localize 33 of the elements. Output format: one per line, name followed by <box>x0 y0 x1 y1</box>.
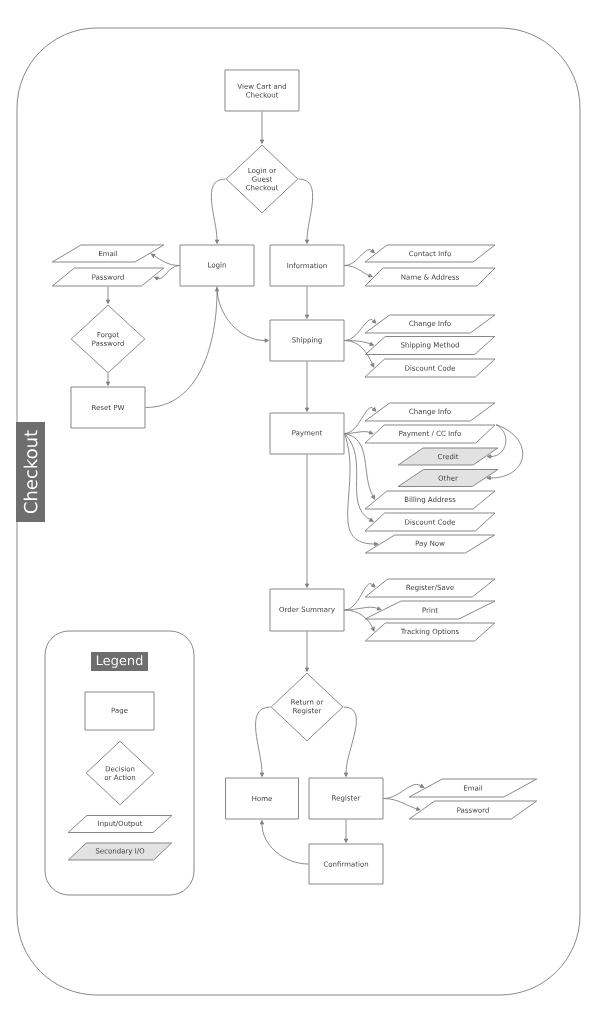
curved-arrow <box>344 319 377 341</box>
arrow <box>304 286 310 319</box>
curved-arrow <box>255 706 271 777</box>
curved-arrow <box>344 248 375 266</box>
curved-arrow <box>344 407 377 434</box>
curved-arrow <box>383 783 425 799</box>
curved-arrow <box>344 433 376 500</box>
curved-arrow <box>486 424 523 481</box>
curved-arrow <box>344 606 382 611</box>
curved-arrow <box>298 178 314 244</box>
curved-arrow <box>344 609 375 632</box>
curved-arrow <box>344 265 373 278</box>
arrow <box>304 454 310 588</box>
curved-arrow <box>153 265 180 281</box>
curved-arrow <box>210 178 226 244</box>
curved-arrow <box>344 433 374 522</box>
arrow <box>304 631 310 672</box>
curved-arrow <box>486 424 507 459</box>
curved-arrow <box>383 798 421 811</box>
curved-arrow <box>343 706 357 777</box>
curved-arrow <box>216 286 269 343</box>
section-label: Checkout <box>16 422 45 522</box>
curved-arrow <box>344 340 375 368</box>
arrow <box>105 286 111 304</box>
arrow <box>105 373 111 386</box>
curved-arrow <box>344 430 374 435</box>
arrow <box>343 819 349 843</box>
legend-title: Legend <box>91 652 148 671</box>
curved-arrow <box>344 433 379 547</box>
arrow <box>304 361 310 412</box>
curved-arrow <box>145 287 220 408</box>
curved-arrow <box>259 820 309 865</box>
arrow <box>259 111 265 144</box>
